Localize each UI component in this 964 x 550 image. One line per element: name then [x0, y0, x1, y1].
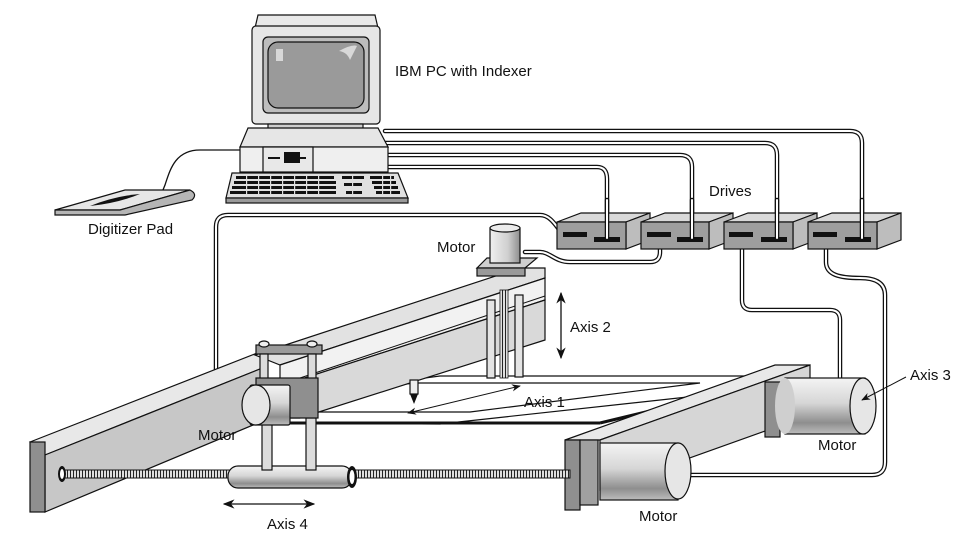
- axis4-label: Axis 4: [267, 516, 308, 533]
- floppy-drive-icon: [284, 152, 300, 163]
- drive-to-axis4-motor-cable: [687, 237, 888, 478]
- motor-bottom-label: Motor: [639, 508, 677, 525]
- axis3-arrow: [861, 376, 907, 401]
- pc-to-drive-cables: [382, 128, 865, 241]
- carriage-posts: [261, 417, 317, 471]
- axis1-arrow: [407, 384, 521, 415]
- drive-to-axis2-motor-cable: [522, 237, 663, 265]
- motor-top-label: Motor: [437, 239, 475, 256]
- monitor-screen: [267, 41, 365, 109]
- pc-label: IBM PC with Indexer: [395, 63, 532, 80]
- drive-3: [723, 212, 818, 250]
- z-axis-posts: [486, 289, 524, 379]
- motor-axis1: [241, 384, 291, 426]
- axis1-label: Axis 1: [524, 394, 565, 411]
- axis3-label: Axis 3: [910, 367, 951, 384]
- system-unit: [239, 146, 389, 173]
- lead-screw-nut: [227, 465, 357, 489]
- stylus-icon: [90, 194, 140, 206]
- drives: [556, 212, 902, 250]
- drive-1: [556, 212, 651, 250]
- digitizer-label: Digitizer Pad: [88, 221, 173, 238]
- digitizer-pad: [54, 189, 196, 216]
- drive-2: [640, 212, 734, 250]
- motor-axis2: [475, 223, 539, 277]
- motor-right-label: Motor: [818, 437, 856, 454]
- axis2-label: Axis 2: [570, 319, 611, 336]
- motor-axis3: [775, 377, 877, 435]
- motor-axis4: [599, 442, 692, 501]
- drive-to-axis3-motor-cable: [739, 237, 843, 381]
- ibm-pc: [225, 14, 409, 204]
- drives-label: Drives: [709, 183, 752, 200]
- motor-left-label: Motor: [198, 427, 236, 444]
- drive-4: [807, 212, 902, 250]
